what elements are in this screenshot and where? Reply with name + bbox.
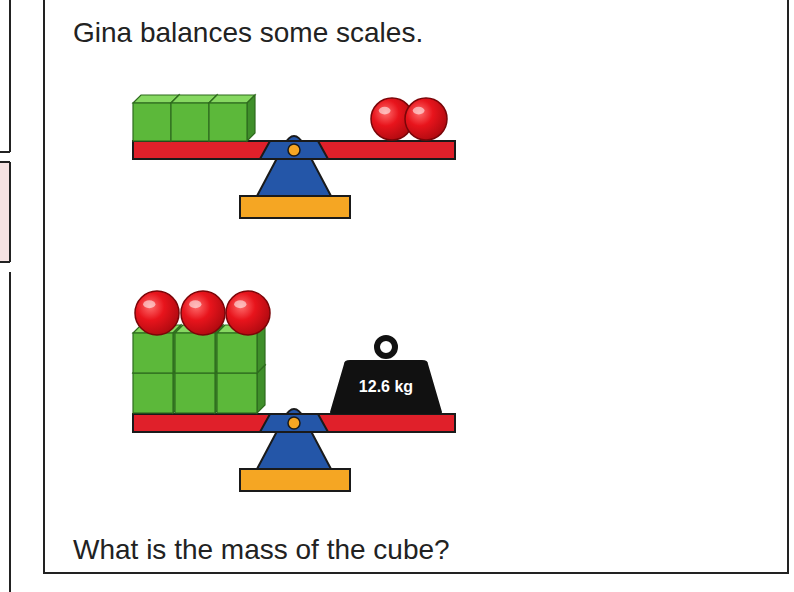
weight-ring-highlight [384,345,389,350]
cube-front [133,373,173,413]
weight-ring [377,338,395,356]
ball [405,98,447,140]
stand-base [240,196,350,218]
neighbour-box-edges [0,0,10,592]
fulcrum-head [260,141,328,159]
ball-shine [189,300,201,308]
question-panel: Gina balances some scales. What is the ma… [43,0,789,574]
fulcrum [257,136,331,196]
cube-front [175,373,215,413]
beam [133,414,455,432]
ball [181,291,225,335]
fulcrum [257,409,331,469]
beam [133,141,455,159]
fulcrum-head [260,414,328,432]
weight-label: 12.6 kg [359,378,413,396]
ball-shine [379,107,391,115]
question-heading: Gina balances some scales. [73,17,423,49]
ball-shine [143,300,155,308]
weight: 12.6 kg [330,360,442,414]
pivot [288,417,300,429]
weight-body [330,360,442,414]
cube-front [217,373,257,413]
cube-front [133,333,173,373]
cube-front [171,103,209,141]
cube-side [247,95,255,141]
cube-front [209,103,247,141]
ball-shine [234,300,246,308]
cube-front [133,103,171,141]
cube-front [175,333,215,373]
cube-front [217,333,257,373]
ball-shine [413,107,425,115]
question-prompt: What is the mass of the cube? [73,534,450,566]
ball [226,291,270,335]
pivot [288,144,300,156]
top-scale [133,95,455,218]
stand-base [240,469,350,491]
bottom-scale [133,291,455,491]
ball [135,291,179,335]
neighbour-box-fill [0,163,9,261]
